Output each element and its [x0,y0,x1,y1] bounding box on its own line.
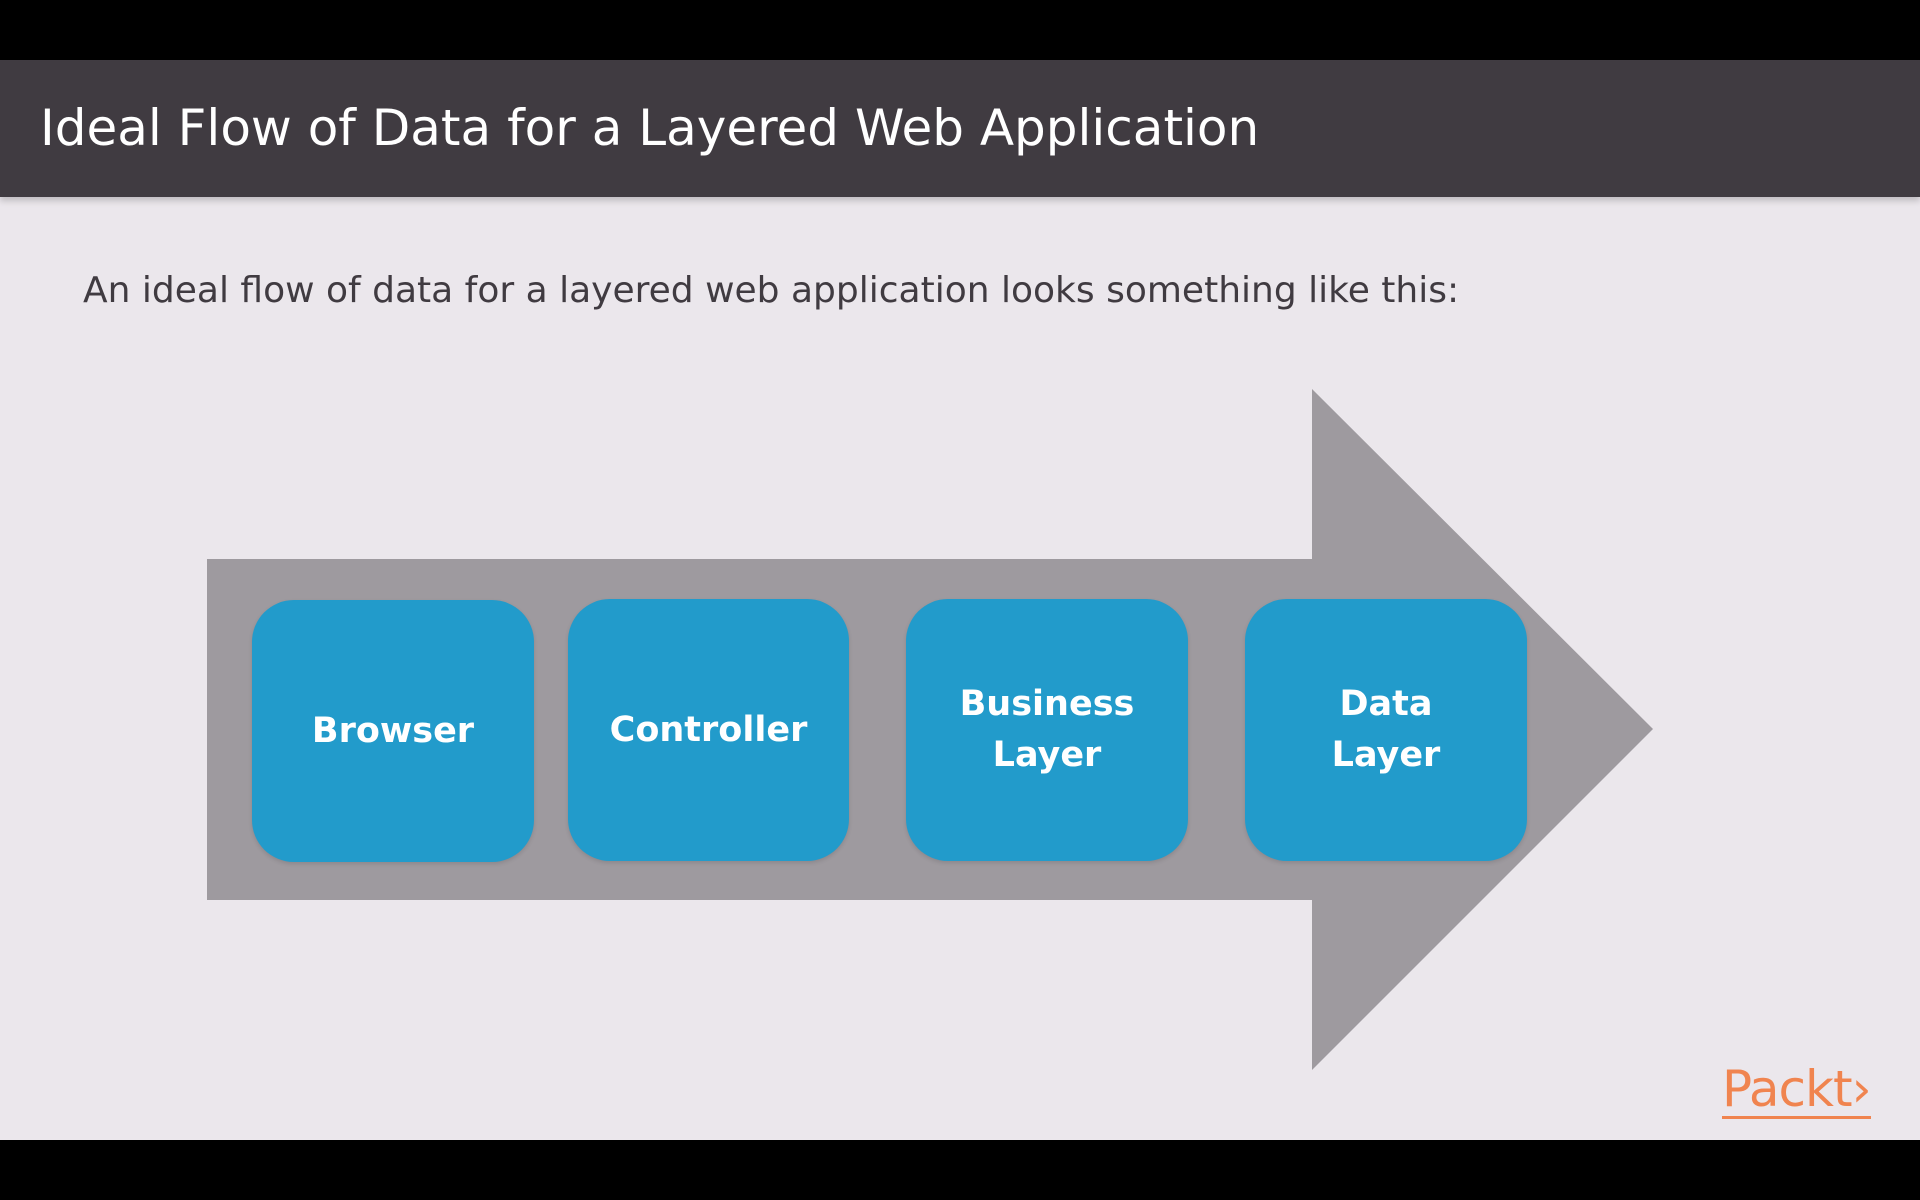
browser-box-label: Browser [311,710,475,751]
business-layer-box: Business Layer [906,599,1188,861]
controller-box: Controller [568,599,849,861]
letterbox-bottom [0,1140,1920,1200]
data-layer-box-label: Data Layer [1331,684,1441,775]
intro-text: An ideal flow of data for a layered web … [83,270,1460,311]
slide-title: Ideal Flow of Data for a Layered Web App… [40,99,1260,157]
title-bar: Ideal Flow of Data for a Layered Web App… [0,60,1920,197]
letterbox-top [0,0,1920,60]
controller-box-label: Controller [609,709,808,750]
slide: Ideal Flow of Data for a Layered Web App… [0,60,1920,1140]
data-layer-box: Data Layer [1245,599,1527,861]
browser-box: Browser [252,600,534,862]
business-layer-box-label: Business Layer [959,684,1135,775]
packt-logo: Packt› [1722,1060,1872,1119]
